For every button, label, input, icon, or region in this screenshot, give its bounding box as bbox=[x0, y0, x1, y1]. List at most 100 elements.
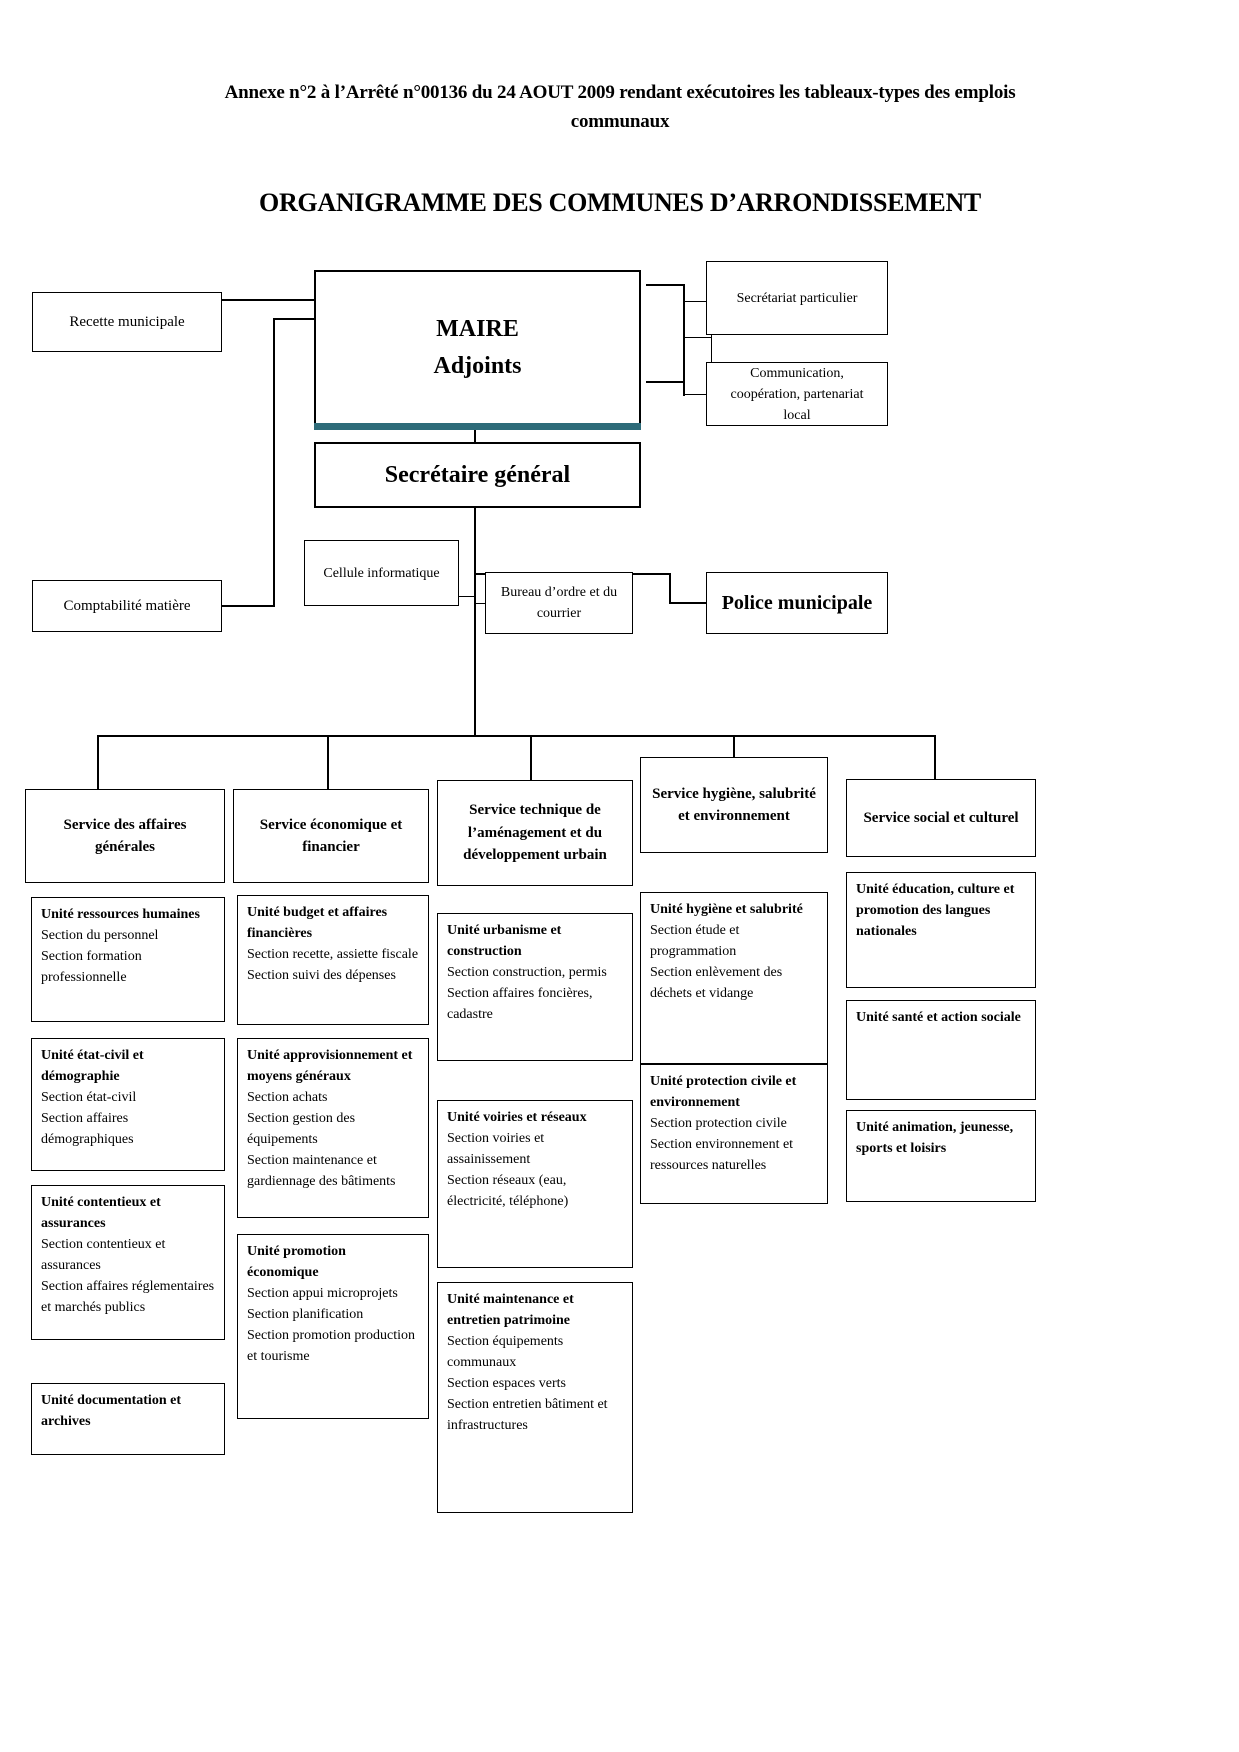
box-maire[interactable]: MAIRE Adjoints bbox=[314, 270, 641, 426]
unit-box-contentieux[interactable]: Unité contentieux et assurances Section … bbox=[31, 1185, 225, 1340]
connector-right-branch-spine bbox=[711, 301, 713, 395]
unit-box-maintenance-patrimoine[interactable]: Unité maintenance et entretien patrimoin… bbox=[437, 1282, 633, 1513]
service-header-hygiene-salubrite[interactable]: Service hygiène, salubrité et environnem… bbox=[640, 757, 828, 853]
unit-title: Unité éducation, culture et promotion de… bbox=[856, 882, 1015, 939]
recette-label: Recette municipale bbox=[69, 313, 185, 330]
comptabilite-label: Comptabilité matière bbox=[63, 597, 191, 614]
service-header-technique-amenagement[interactable]: Service technique de l’aménagement et du… bbox=[437, 780, 633, 886]
connector-maire-right-bottom bbox=[646, 381, 684, 383]
unit-section: Section entretien bâtiment et infrastruc… bbox=[447, 1397, 608, 1433]
unit-title: Unité maintenance et entretien patrimoin… bbox=[447, 1292, 574, 1328]
unit-title: Unité santé et action sociale bbox=[856, 1010, 1021, 1025]
communication-label: Communication, coopération, partenariat … bbox=[730, 365, 864, 423]
service-title: Service hygiène, salubrité et environnem… bbox=[652, 785, 816, 825]
service-title: Service technique de l’aménagement et du… bbox=[463, 802, 607, 864]
unit-box-animation-jeunesse[interactable]: Unité animation, jeunesse, sports et loi… bbox=[846, 1110, 1036, 1202]
unit-box-etat-civil[interactable]: Unité état-civil et démographie Section … bbox=[31, 1038, 225, 1171]
unit-box-hygiene-salubrite[interactable]: Unité hygiène et salubrité Section étude… bbox=[640, 892, 828, 1064]
unit-section: Section espaces verts bbox=[447, 1376, 566, 1391]
secretariat-particulier-label: Secrétariat particulier bbox=[736, 290, 858, 306]
box-police-municipale[interactable]: Police municipale bbox=[706, 572, 888, 634]
unit-section: Section suivi des dépenses bbox=[247, 968, 396, 983]
unit-title: Unité budget et affaires financières bbox=[247, 905, 388, 941]
unit-box-urbanisme-construction[interactable]: Unité urbanisme et construction Section … bbox=[437, 913, 633, 1061]
police-municipale-label: Police municipale bbox=[721, 592, 873, 614]
unit-section: Section voiries et assainissement bbox=[447, 1131, 545, 1167]
unit-box-promotion-economique[interactable]: Unité promotion économique Section appui… bbox=[237, 1234, 429, 1419]
service-title: Service économique et financier bbox=[259, 816, 403, 856]
connector-maire-right-spine bbox=[683, 284, 685, 396]
box-recette-municipale[interactable]: Recette municipale bbox=[32, 292, 222, 352]
adjoints-title: Adjoints bbox=[433, 353, 522, 379]
maire-accent-band bbox=[314, 423, 641, 430]
unit-section: Section maintenance et gardiennage des b… bbox=[247, 1153, 396, 1189]
page-title: ORGANIGRAMME DES COMMUNES D’ARRONDISSEME… bbox=[259, 188, 981, 217]
unit-section: Section achats bbox=[247, 1090, 328, 1105]
bureau-ordre-label: Bureau d’ordre et du courrier bbox=[500, 585, 618, 621]
connector-service-4 bbox=[733, 735, 735, 757]
unit-section: Section affaires démographiques bbox=[41, 1111, 134, 1147]
box-bureau-ordre[interactable]: Bureau d’ordre et du courrier bbox=[485, 572, 633, 634]
unit-box-approvisionnement[interactable]: Unité approvisionnement et moyens généra… bbox=[237, 1038, 429, 1218]
connector-recette-to-maire bbox=[222, 299, 352, 301]
unit-section: Section affaires foncières, cadastre bbox=[447, 986, 593, 1022]
box-communication[interactable]: Communication, coopération, partenariat … bbox=[706, 362, 888, 426]
unit-title: Unité hygiène et salubrité bbox=[650, 902, 803, 917]
unit-box-documentation-archives[interactable]: Unité documentation et archives bbox=[31, 1383, 225, 1455]
connector-service-1 bbox=[97, 735, 99, 790]
connector-service-5 bbox=[934, 735, 936, 779]
unit-section: Section étude et programmation bbox=[650, 923, 740, 959]
unit-section: Section enlèvement des déchets et vidang… bbox=[650, 965, 783, 1001]
service-header-social-culturel[interactable]: Service social et culturel bbox=[846, 779, 1036, 857]
box-comptabilite-matiere[interactable]: Comptabilité matière bbox=[32, 580, 222, 632]
connector-police-stub bbox=[669, 602, 707, 604]
unit-title: Unité ressources humaines bbox=[41, 907, 200, 922]
unit-box-ressources-humaines[interactable]: Unité ressources humaines Section du per… bbox=[31, 897, 225, 1022]
connector-maire-to-sg bbox=[474, 424, 476, 450]
service-header-economique-financier[interactable]: Service économique et financier bbox=[233, 789, 429, 883]
connector-service-2 bbox=[327, 735, 329, 790]
cellule-informatique-label: Cellule informatique bbox=[323, 565, 440, 581]
unit-section: Section promotion production et tourisme bbox=[247, 1328, 415, 1364]
connector-left-spine bbox=[273, 318, 275, 606]
document-subtitle: Annexe n°2 à l’Arrêté n°00136 du 24 AOUT… bbox=[224, 82, 1016, 133]
unit-section: Section contentieux et assurances bbox=[41, 1237, 166, 1273]
unit-title: Unité promotion économique bbox=[247, 1244, 346, 1280]
connector-left-spine-top bbox=[273, 318, 353, 320]
unit-box-budget-affaires-financieres[interactable]: Unité budget et affaires financières Sec… bbox=[237, 895, 429, 1025]
unit-section: Section état-civil bbox=[41, 1090, 137, 1105]
unit-section: Section environnement et ressources natu… bbox=[650, 1137, 794, 1173]
box-secretaire-general[interactable]: Secrétaire général bbox=[314, 442, 641, 508]
connector-service-3 bbox=[530, 735, 532, 780]
unit-title: Unité animation, jeunesse, sports et loi… bbox=[856, 1120, 1014, 1156]
box-cellule-informatique[interactable]: Cellule informatique bbox=[304, 540, 459, 606]
unit-section: Section planification bbox=[247, 1307, 364, 1322]
unit-box-sante-action-sociale[interactable]: Unité santé et action sociale bbox=[846, 1000, 1036, 1100]
unit-section: Section recette, assiette fiscale bbox=[247, 947, 419, 962]
connector-maire-right-top bbox=[646, 284, 684, 286]
unit-section: Section construction, permis bbox=[447, 965, 607, 980]
unit-box-protection-civile[interactable]: Unité protection civile et environnement… bbox=[640, 1064, 828, 1204]
unit-section: Section du personnel bbox=[41, 928, 159, 943]
unit-box-voiries-reseaux[interactable]: Unité voiries et réseaux Section voiries… bbox=[437, 1100, 633, 1268]
connector-to-communication bbox=[683, 394, 711, 396]
connector-right-midbar bbox=[683, 337, 712, 339]
connector-cellule-informatique bbox=[459, 596, 475, 598]
unit-section: Section protection civile bbox=[650, 1116, 787, 1131]
service-title: Service des affaires générales bbox=[63, 816, 187, 856]
unit-section: Section équipements communaux bbox=[447, 1334, 564, 1370]
service-header-affaires-generales[interactable]: Service des affaires générales bbox=[25, 789, 225, 883]
unit-section: Section appui microprojets bbox=[247, 1286, 398, 1301]
unit-title: Unité contentieux et assurances bbox=[41, 1195, 161, 1231]
services-distribution-bar bbox=[97, 735, 935, 737]
unit-title: Unité approvisionnement et moyens généra… bbox=[247, 1048, 413, 1084]
unit-title: Unité urbanisme et construction bbox=[447, 923, 562, 959]
unit-title: Unité état-civil et démographie bbox=[41, 1048, 144, 1084]
secretaire-general-label: Secrétaire général bbox=[384, 461, 571, 488]
unit-section: Section affaires réglementaires et march… bbox=[41, 1279, 215, 1315]
unit-title: Unité voiries et réseaux bbox=[447, 1110, 587, 1125]
unit-box-education-culture[interactable]: Unité éducation, culture et promotion de… bbox=[846, 872, 1036, 988]
box-secretariat-particulier[interactable]: Secrétariat particulier bbox=[706, 261, 888, 335]
connector-sg-spine bbox=[474, 508, 476, 736]
